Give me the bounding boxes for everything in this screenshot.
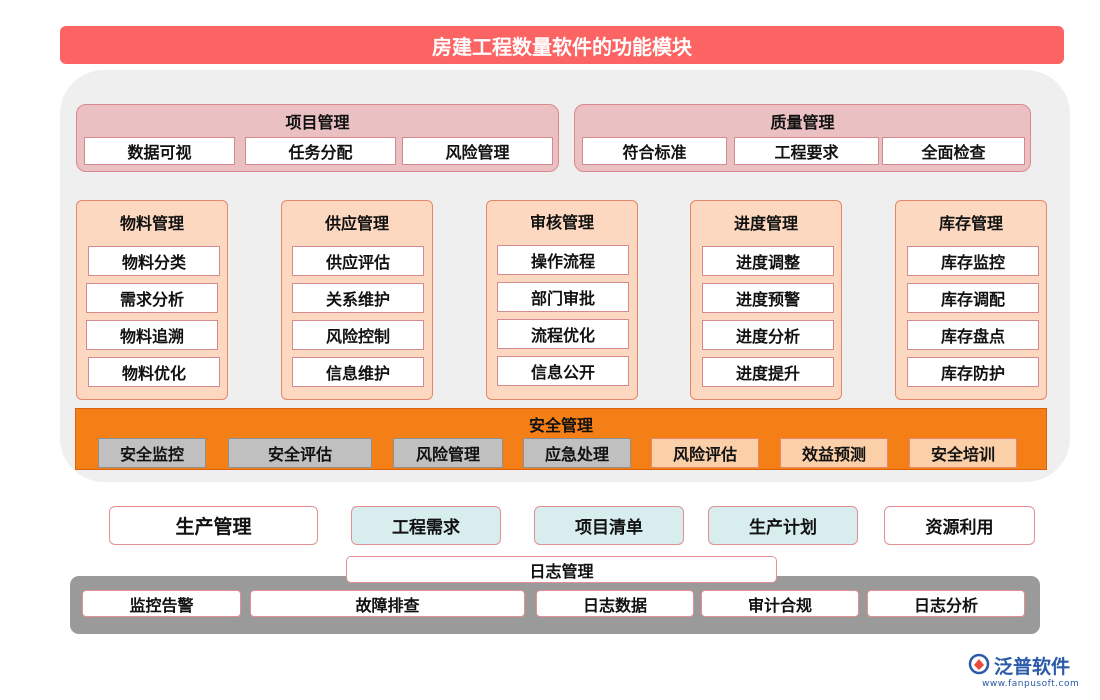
- review-item: 流程优化: [497, 319, 629, 349]
- quality-item: 全面检查: [882, 137, 1025, 165]
- project-item: 任务分配: [245, 137, 396, 165]
- safety-item: 效益预测: [780, 438, 888, 468]
- material-management-title: 物料管理: [119, 214, 184, 233]
- log-item: 监控告警: [82, 590, 241, 617]
- safety-management-title: 安全管理: [528, 416, 593, 435]
- production-management-box: 生产管理: [109, 506, 318, 545]
- progress-item: 进度分析: [702, 320, 834, 350]
- engineering-demand-box: 工程需求: [351, 506, 501, 545]
- log-item: 日志分析: [867, 590, 1025, 617]
- supply-item: 供应评估: [292, 246, 424, 276]
- project-item: 数据可视: [84, 137, 235, 165]
- logo-name: 泛普软件: [994, 656, 1071, 678]
- supply-item: 信息维护: [292, 357, 424, 387]
- inventory-item: 库存防护: [907, 357, 1039, 387]
- safety-item: 风险管理: [393, 438, 503, 468]
- material-item: 物料优化: [88, 357, 220, 387]
- project-list-box: 项目清单: [534, 506, 684, 545]
- progress-management-title: 进度管理: [733, 214, 798, 233]
- safety-item: 风险评估: [651, 438, 759, 468]
- supply-item: 风险控制: [292, 320, 424, 350]
- supply-item: 关系维护: [292, 283, 424, 313]
- project-management-title: 项目管理: [285, 113, 350, 132]
- safety-item: 安全监控: [98, 438, 206, 468]
- progress-item: 进度提升: [702, 357, 834, 387]
- review-item: 信息公开: [497, 356, 629, 386]
- inventory-item: 库存调配: [907, 283, 1039, 313]
- safety-item: 应急处理: [523, 438, 631, 468]
- log-item: 日志数据: [536, 590, 694, 617]
- review-item: 部门审批: [497, 282, 629, 312]
- material-item: 物料分类: [88, 246, 220, 276]
- safety-item: 安全评估: [228, 438, 372, 468]
- log-management-title: 日志管理: [346, 556, 777, 583]
- progress-item: 进度调整: [702, 246, 834, 276]
- page-title: 房建工程数量软件的功能模块: [60, 26, 1064, 64]
- safety-item: 安全培训: [909, 438, 1017, 468]
- logo-mark-icon: [968, 653, 990, 679]
- quality-item: 工程要求: [734, 137, 879, 165]
- quality-management-title: 质量管理: [770, 113, 835, 132]
- production-plan-box: 生产计划: [708, 506, 858, 545]
- inventory-item: 库存盘点: [907, 320, 1039, 350]
- progress-item: 进度预警: [702, 283, 834, 313]
- quality-item: 符合标准: [582, 137, 727, 165]
- material-item: 物料追溯: [86, 320, 218, 350]
- inventory-item: 库存监控: [907, 246, 1039, 276]
- material-item: 需求分析: [86, 283, 218, 313]
- log-item: 故障排查: [250, 590, 525, 617]
- review-item: 操作流程: [497, 245, 629, 275]
- project-item: 风险管理: [402, 137, 553, 165]
- supply-management-title: 供应管理: [324, 214, 389, 233]
- log-item: 审计合规: [701, 590, 859, 617]
- resource-utilization-box: 资源利用: [884, 506, 1035, 545]
- review-management-title: 审核管理: [529, 213, 594, 232]
- inventory-management-title: 库存管理: [938, 214, 1003, 233]
- fanpu-logo: 泛普软件 www.fanpusoft.com: [968, 652, 1096, 694]
- logo-url: www.fanpusoft.com: [982, 679, 1080, 689]
